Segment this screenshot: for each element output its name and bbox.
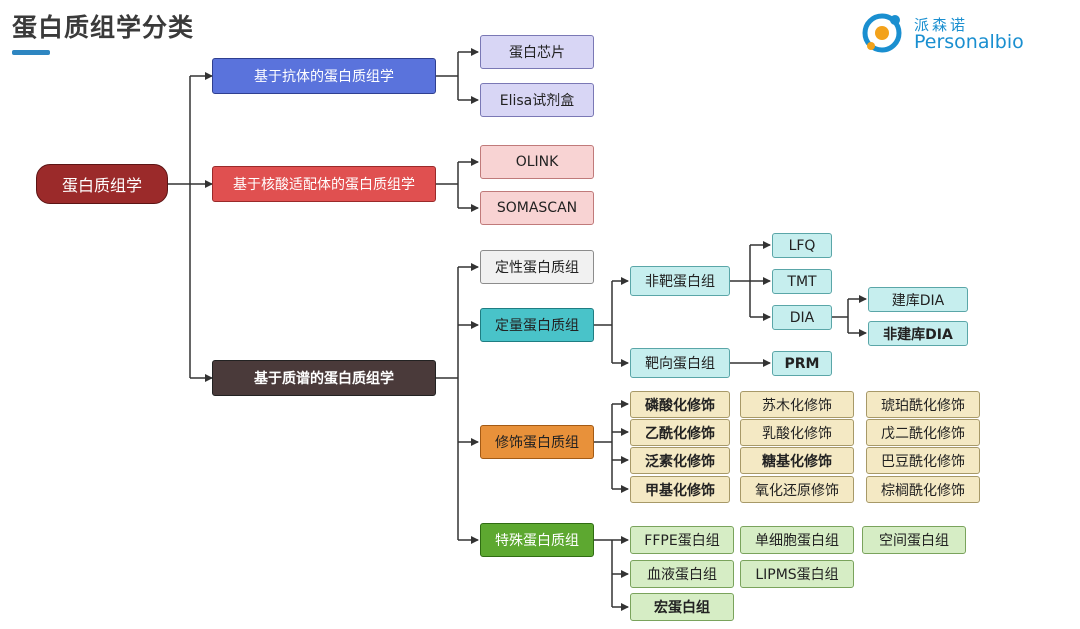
somascan-node: SOMASCAN	[480, 191, 594, 225]
logo-mark-icon	[862, 13, 902, 53]
ms-proteomics-node: 基于质谱的蛋白质组学	[212, 360, 436, 396]
logo-text-en: Personalbio	[914, 31, 1024, 53]
targeted-proteome-node: 靶向蛋白组	[630, 348, 730, 378]
phosphorylation-node: 磷酸化修饰	[630, 391, 730, 418]
qualitative-proteome-node: 定性蛋白质组	[480, 250, 594, 284]
elisa-kit-node: Elisa试剂盒	[480, 83, 594, 117]
palmitoylation-node: 棕榈酰化修饰	[866, 476, 980, 503]
library-free-dia-node: 非建库DIA	[868, 321, 968, 346]
glycosylation-node: 糖基化修饰	[740, 447, 854, 474]
modification-proteome-node: 修饰蛋白质组	[480, 425, 594, 459]
lipms-proteome-node: LIPMS蛋白组	[740, 560, 854, 588]
page-title: 蛋白质组学分类	[12, 13, 195, 42]
olink-node: OLINK	[480, 145, 594, 179]
ubiquitination-node: 泛素化修饰	[630, 447, 730, 474]
title-underline	[12, 50, 50, 55]
ffpe-proteome-node: FFPE蛋白组	[630, 526, 734, 554]
methylation-node: 甲基化修饰	[630, 476, 730, 503]
crotonylation-node: 巴豆酰化修饰	[866, 447, 980, 474]
lfq-node: LFQ	[772, 233, 832, 258]
glutarylation-node: 戊二酰化修饰	[866, 419, 980, 446]
lactylation-node: 乳酸化修饰	[740, 419, 854, 446]
redox-node: 氧化还原修饰	[740, 476, 854, 503]
protein-chip-node: 蛋白芯片	[480, 35, 594, 69]
antibody-proteomics-node: 基于抗体的蛋白质组学	[212, 58, 436, 94]
company-logo: 派森诺 Personalbio	[862, 10, 1062, 58]
single-cell-proteome-node: 单细胞蛋白组	[740, 526, 854, 554]
acetylation-node: 乙酰化修饰	[630, 419, 730, 446]
untargeted-proteome-node: 非靶蛋白组	[630, 266, 730, 296]
dia-node: DIA	[772, 305, 832, 330]
spatial-proteome-node: 空间蛋白组	[862, 526, 966, 554]
tmt-node: TMT	[772, 269, 832, 294]
special-proteome-node: 特殊蛋白质组	[480, 523, 594, 557]
quantitative-proteome-node: 定量蛋白质组	[480, 308, 594, 342]
meta-proteome-node: 宏蛋白组	[630, 593, 734, 621]
aptamer-proteomics-node: 基于核酸适配体的蛋白质组学	[212, 166, 436, 202]
blood-proteome-node: 血液蛋白组	[630, 560, 734, 588]
library-dia-node: 建库DIA	[868, 287, 968, 312]
prm-node: PRM	[772, 351, 832, 376]
root-node: 蛋白质组学	[36, 164, 168, 204]
sumoylation-node: 苏木化修饰	[740, 391, 854, 418]
logo-text-cn: 派森诺	[914, 16, 969, 34]
succinylation-node: 琥珀酰化修饰	[866, 391, 980, 418]
